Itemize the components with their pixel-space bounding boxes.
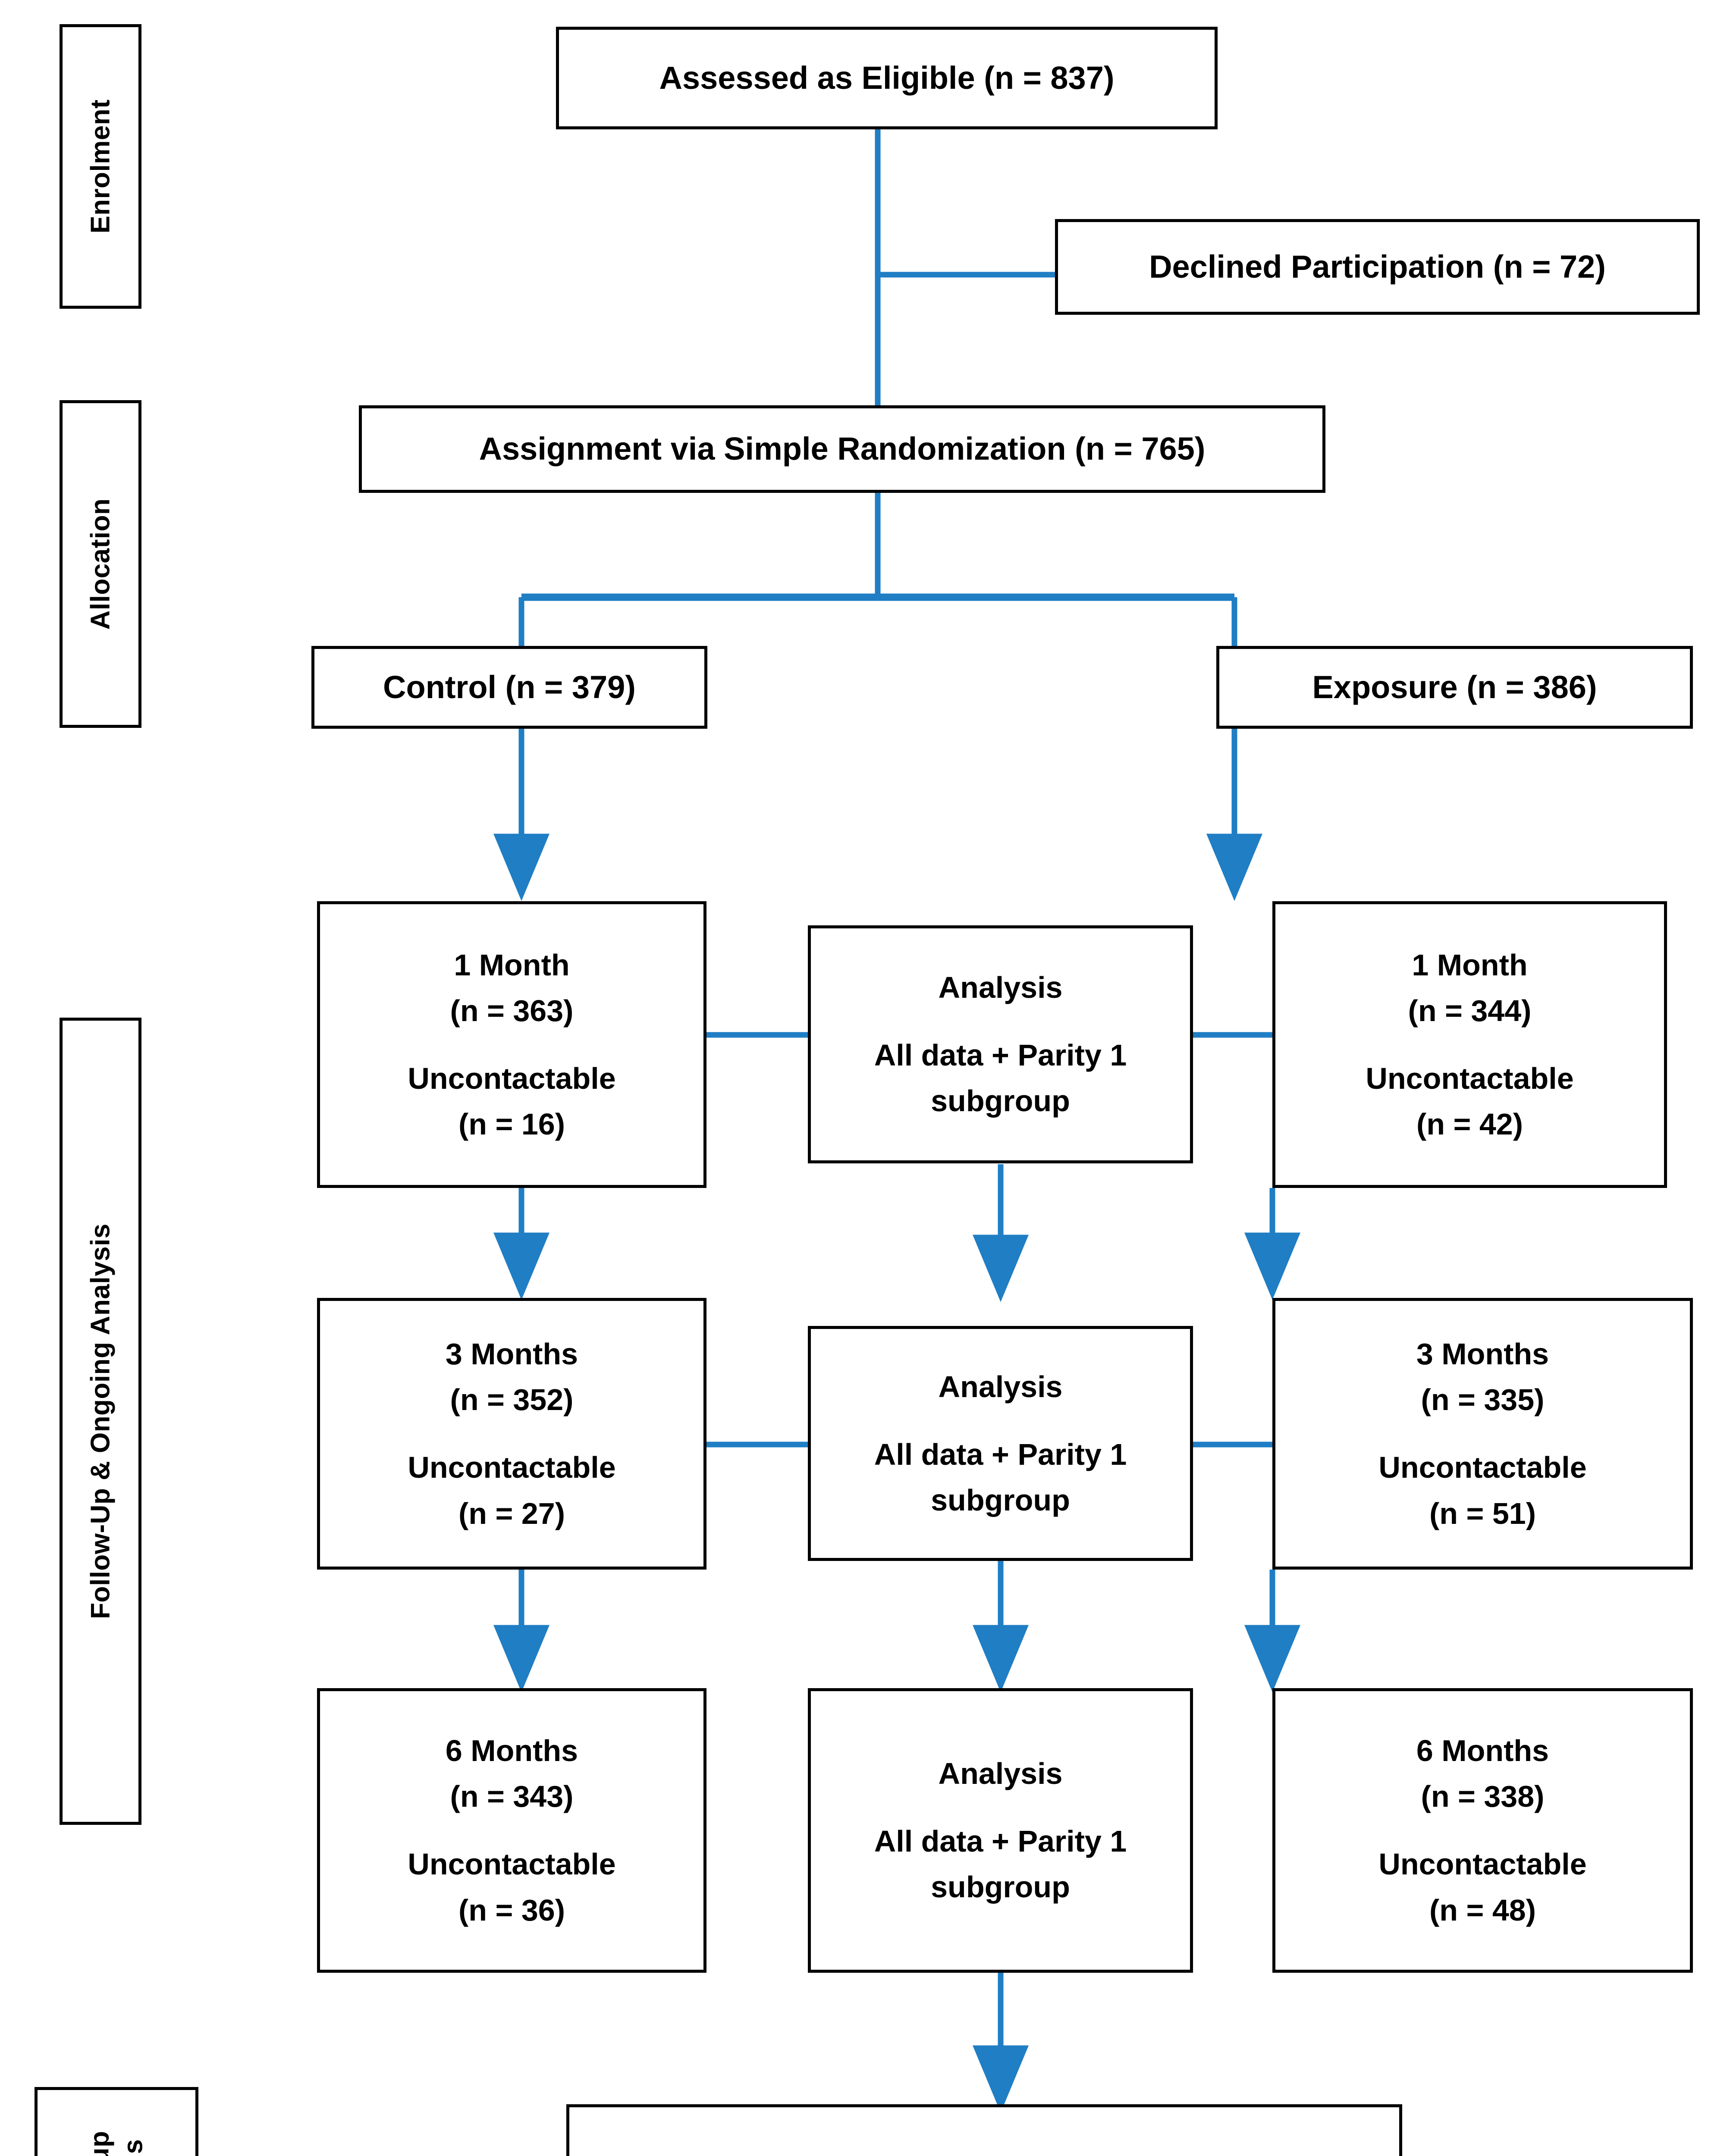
node-analysis-3months-title: Analysis bbox=[938, 1369, 1063, 1404]
node-control-1month-uncontactable-n: (n = 16) bbox=[458, 1107, 565, 1141]
node-analysis-1month[interactable]: Analysis All data + Parity 1 subgroup bbox=[808, 925, 1193, 1163]
node-exposure-6months-period: 6 Months bbox=[1416, 1734, 1549, 1768]
node-control-6months-period: 6 Months bbox=[445, 1734, 578, 1768]
stage-label-enrolment-text: Enrolment bbox=[85, 99, 116, 234]
node-exposure-3months[interactable]: 3 Months (n = 335) Uncontactable (n = 51… bbox=[1272, 1298, 1693, 1570]
node-analysis-6months[interactable]: Analysis All data + Parity 1 subgroup bbox=[808, 1688, 1193, 1973]
node-exposure-3months-n: (n = 335) bbox=[1421, 1383, 1545, 1417]
node-exposure-6months-n: (n = 338) bbox=[1421, 1780, 1545, 1814]
node-final-subgroup-analysis[interactable]: Analysis of Subgroups (Combined data fro… bbox=[566, 2104, 1402, 2156]
node-analysis-6months-desc-line1: All data + Parity 1 bbox=[874, 1824, 1127, 1858]
node-control-1month-period: 1 Month bbox=[454, 948, 570, 982]
node-exposure-3months-uncontactable-label: Uncontactable bbox=[1378, 1451, 1587, 1485]
stage-label-subgroup-line1: Subgroup bbox=[83, 2131, 117, 2156]
node-control-3months-n: (n = 352) bbox=[450, 1383, 574, 1417]
node-exposure-allocation[interactable]: Exposure (n = 386) bbox=[1216, 646, 1693, 729]
node-control-allocation-text: Control (n = 379) bbox=[383, 669, 636, 705]
stage-label-followup: Follow-Up & Ongoing Analysis bbox=[60, 1018, 141, 1825]
node-exposure-1month[interactable]: 1 Month (n = 344) Uncontactable (n = 42) bbox=[1272, 901, 1667, 1188]
node-analysis-3months-desc-line2: subgroup bbox=[931, 1483, 1070, 1517]
node-control-3months-uncontactable-label: Uncontactable bbox=[408, 1451, 616, 1485]
node-assessed-eligible-text: Assessed as Eligible (n = 837) bbox=[659, 60, 1115, 96]
node-control-1month-n: (n = 363) bbox=[450, 993, 574, 1028]
node-exposure-1month-n: (n = 344) bbox=[1408, 993, 1532, 1028]
stage-label-enrolment: Enrolment bbox=[60, 24, 141, 309]
node-control-1month[interactable]: 1 Month (n = 363) Uncontactable (n = 16) bbox=[317, 901, 706, 1188]
node-analysis-1month-title: Analysis bbox=[938, 971, 1063, 1005]
stage-label-followup-text: Follow-Up & Ongoing Analysis bbox=[85, 1223, 116, 1619]
node-exposure-1month-uncontactable-label: Uncontactable bbox=[1366, 1061, 1574, 1095]
node-randomization-text: Assignment via Simple Randomization (n =… bbox=[479, 431, 1206, 467]
stage-label-subgroup-analysis: Subgroup Analysis bbox=[35, 2087, 198, 2156]
node-analysis-1month-desc-line1: All data + Parity 1 bbox=[874, 1038, 1127, 1072]
stage-label-subgroup-line2: Analysis bbox=[116, 2131, 150, 2156]
node-analysis-3months[interactable]: Analysis All data + Parity 1 subgroup bbox=[808, 1326, 1193, 1561]
node-control-6months-uncontactable-n: (n = 36) bbox=[458, 1893, 565, 1927]
node-control-3months[interactable]: 3 Months (n = 352) Uncontactable (n = 27… bbox=[317, 1298, 706, 1570]
node-control-1month-uncontactable-label: Uncontactable bbox=[408, 1061, 616, 1095]
node-analysis-1month-desc-line2: subgroup bbox=[931, 1084, 1070, 1118]
node-control-allocation[interactable]: Control (n = 379) bbox=[311, 646, 707, 729]
node-analysis-6months-desc-line2: subgroup bbox=[931, 1870, 1070, 1904]
node-analysis-6months-title: Analysis bbox=[938, 1757, 1063, 1791]
node-exposure-6months[interactable]: 6 Months (n = 338) Uncontactable (n = 48… bbox=[1272, 1688, 1693, 1973]
node-exposure-1month-period: 1 Month bbox=[1412, 948, 1528, 982]
node-analysis-3months-desc-line1: All data + Parity 1 bbox=[874, 1437, 1127, 1471]
node-exposure-6months-uncontactable-label: Uncontactable bbox=[1378, 1847, 1587, 1881]
node-randomization[interactable]: Assignment via Simple Randomization (n =… bbox=[359, 405, 1325, 493]
stage-label-allocation-text: Allocation bbox=[85, 498, 116, 630]
node-declined-participation[interactable]: Declined Participation (n = 72) bbox=[1055, 219, 1700, 315]
node-final-title: Analysis of Subgroups bbox=[569, 2148, 1399, 2156]
node-control-6months-n: (n = 343) bbox=[450, 1780, 574, 1814]
stage-label-allocation: Allocation bbox=[60, 400, 141, 728]
node-exposure-3months-period: 3 Months bbox=[1416, 1337, 1549, 1371]
node-control-3months-uncontactable-n: (n = 27) bbox=[458, 1496, 565, 1530]
node-exposure-6months-uncontactable-n: (n = 48) bbox=[1429, 1893, 1536, 1927]
node-exposure-allocation-text: Exposure (n = 386) bbox=[1312, 669, 1597, 705]
node-assessed-eligible[interactable]: Assessed as Eligible (n = 837) bbox=[556, 27, 1218, 129]
node-control-3months-period: 3 Months bbox=[445, 1337, 578, 1371]
node-exposure-1month-uncontactable-n: (n = 42) bbox=[1416, 1107, 1523, 1141]
node-exposure-3months-uncontactable-n: (n = 51) bbox=[1429, 1496, 1536, 1530]
node-control-6months-uncontactable-label: Uncontactable bbox=[408, 1847, 616, 1881]
node-control-6months[interactable]: 6 Months (n = 343) Uncontactable (n = 36… bbox=[317, 1688, 706, 1973]
node-declined-participation-text: Declined Participation (n = 72) bbox=[1149, 248, 1606, 285]
